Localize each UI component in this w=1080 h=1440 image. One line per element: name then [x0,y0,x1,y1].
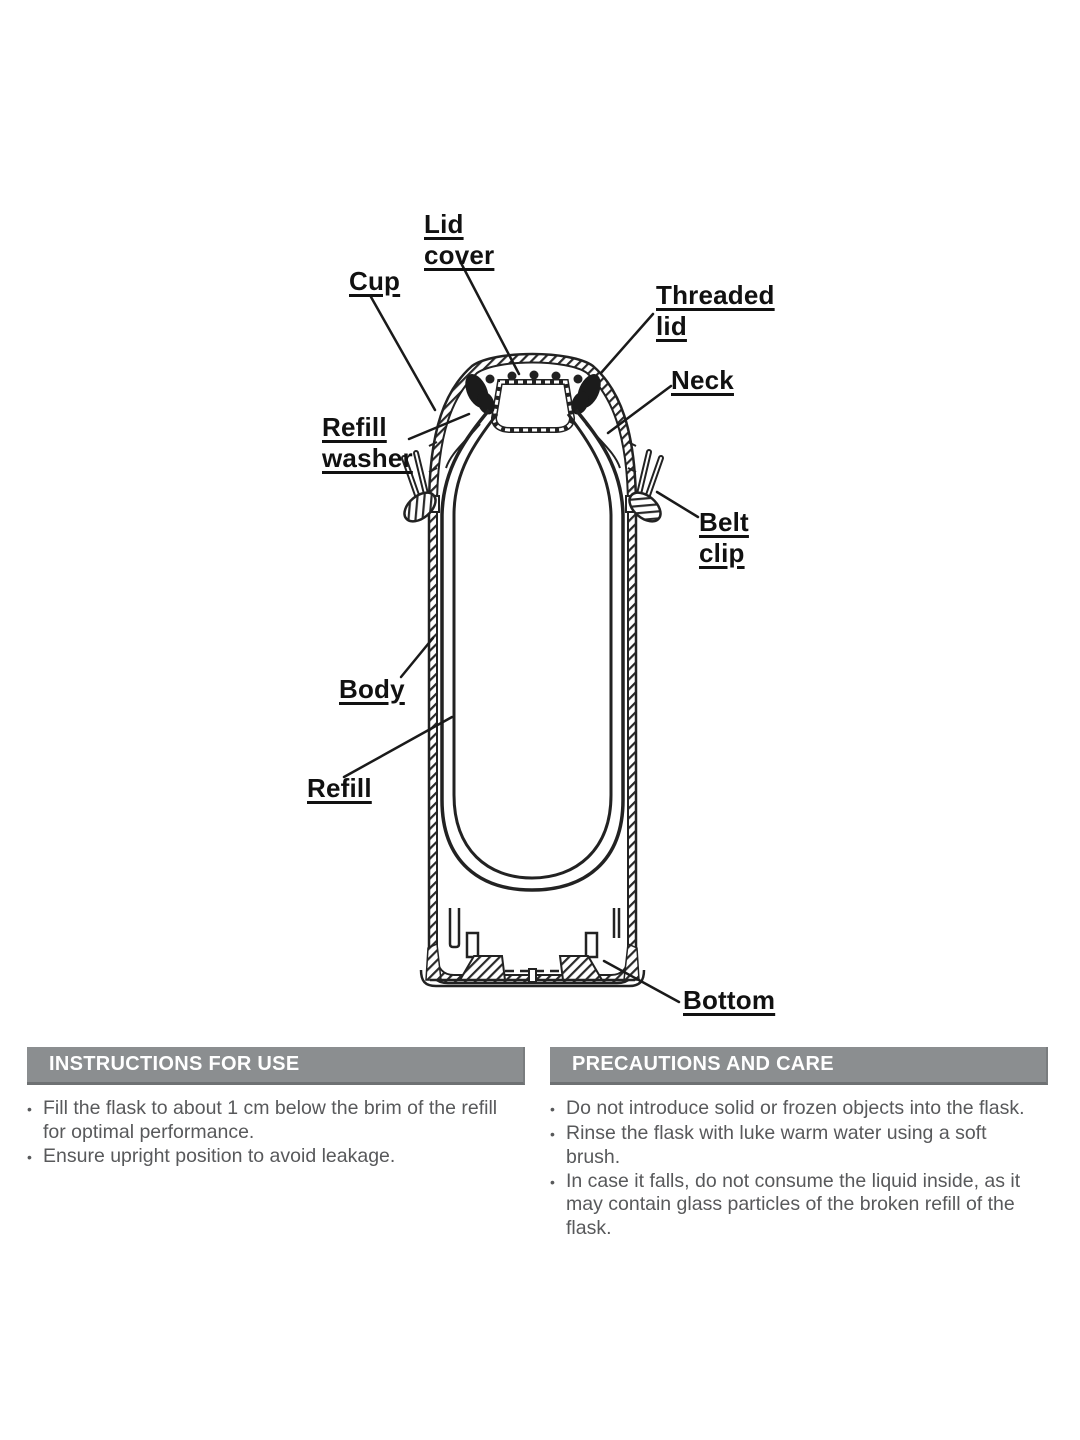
precaution-item: Rinse the flask with luke warm water usi… [550,1122,1036,1169]
leader-neck [606,384,673,435]
precaution-item: In case it falls, do not consume the liq… [550,1170,1036,1241]
bullet-icon [550,1122,566,1169]
instruction-item: Ensure upright position to avoid leakage… [27,1145,505,1170]
flask-bottom-assembly [425,908,640,983]
label-refill: Refill [307,773,372,803]
precaution-item: Do not introduce solid or frozen objects… [550,1097,1036,1122]
flask-refill-washers [465,374,601,415]
label-cup: Cup [349,266,401,296]
leader-refill [342,715,454,779]
leader-cup [369,295,437,412]
thread-bumps [485,370,583,384]
flask-outer-shell [419,352,646,988]
leader-refill-washer [407,412,471,441]
label-belt-clip: Belt clip [699,507,749,568]
precautions-title: PRECAUTIONS AND CARE [572,1053,834,1075]
label-refill-washer: Refill washer [322,412,413,473]
bullet-icon [27,1145,43,1170]
bullet-icon [550,1097,566,1122]
instructions-title: INSTRUCTIONS FOR USE [49,1053,300,1075]
precautions-list: Do not introduce solid or frozen objects… [550,1097,1036,1240]
leader-lines [342,261,700,1004]
bullet-icon [550,1170,566,1241]
leader-lid-cover [459,261,521,376]
label-neck: Neck [671,365,734,395]
precautions-header-bar: PRECAUTIONS AND CARE [550,1047,1048,1085]
flask-refill-vessel [440,408,625,892]
instructions-list: Fill the flask to about 1 cm below the b… [27,1097,505,1169]
leader-threaded-lid [599,312,655,375]
instructions-panel: INSTRUCTIONS FOR USE Fill the flask to a… [27,1047,525,1170]
instruction-item: Fill the flask to about 1 cm below the b… [27,1097,505,1144]
label-lid-cover: Lid cover [424,209,495,270]
precautions-panel: PRECAUTIONS AND CARE Do not introduce so… [550,1047,1048,1241]
belt-clips [401,449,664,523]
instructions-header-bar: INSTRUCTIONS FOR USE [27,1047,525,1085]
bullet-icon [27,1097,43,1144]
label-body: Body [339,674,405,704]
label-bottom: Bottom [683,985,776,1015]
leader-bottom [602,959,681,1004]
flask-threaded-lid [485,370,583,433]
leader-belt-clip [655,490,700,519]
label-threaded-lid: Threaded lid [656,280,775,341]
leader-body [399,636,435,679]
